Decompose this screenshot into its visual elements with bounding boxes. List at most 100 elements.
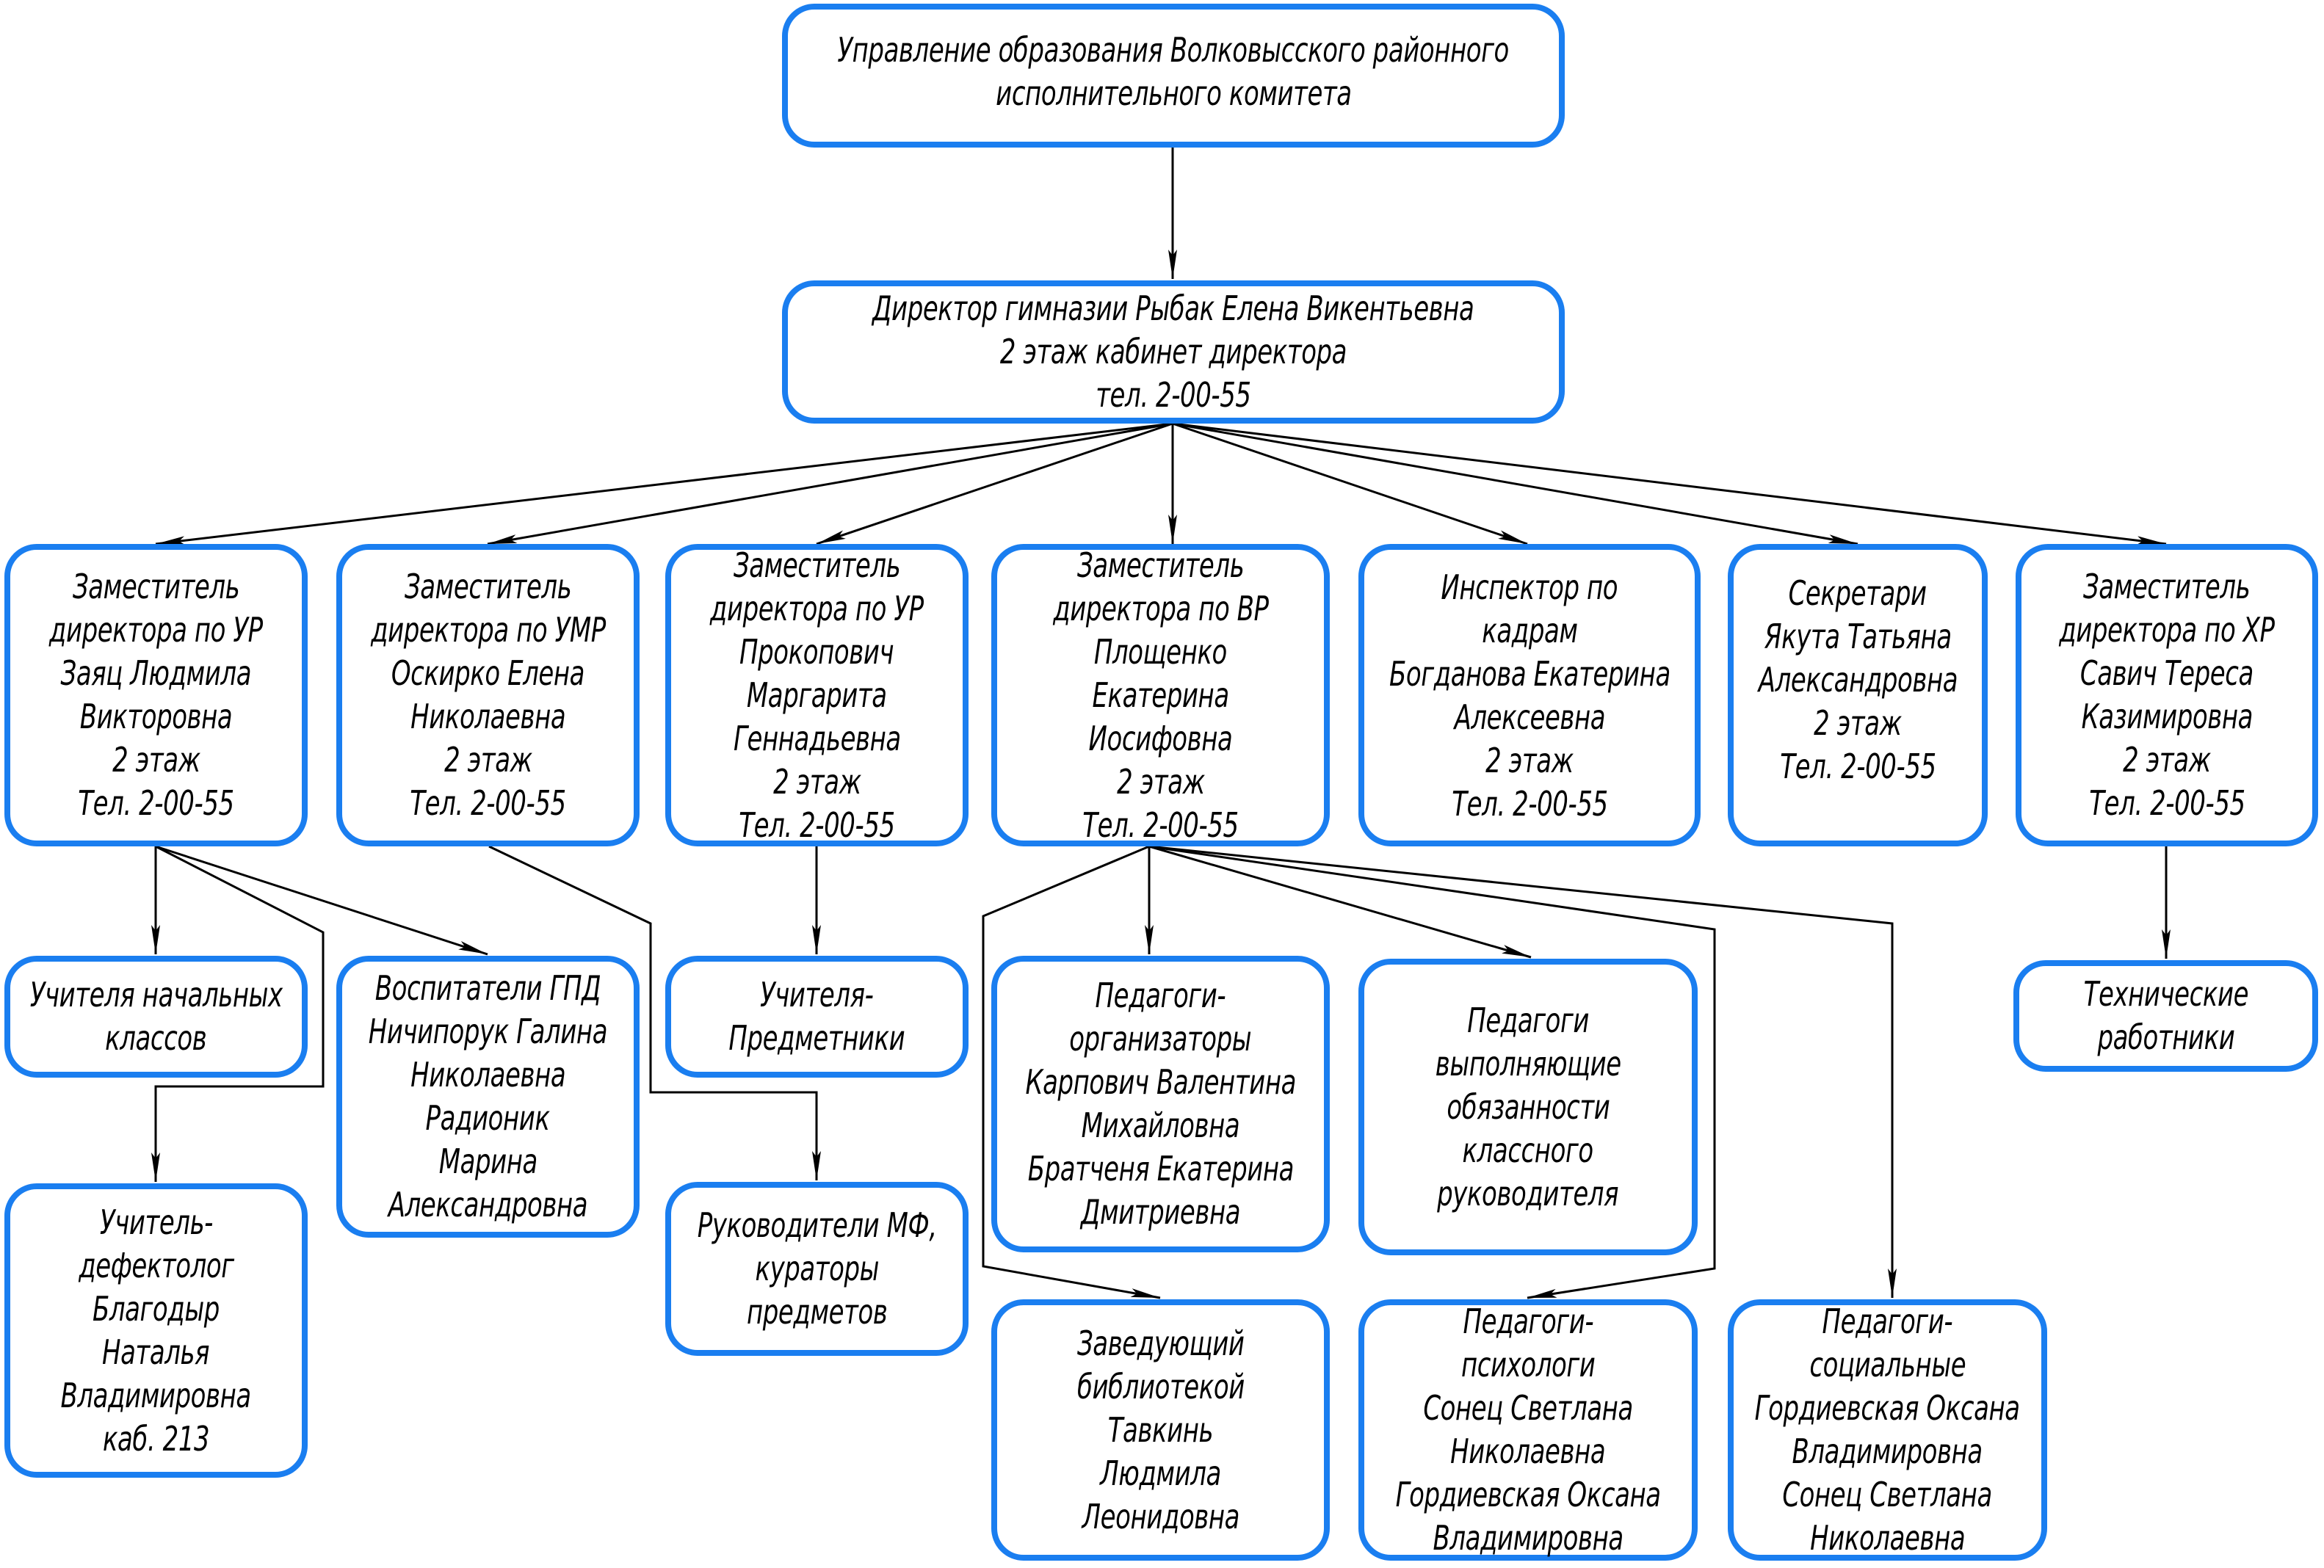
node-text-line: Тел. 2-00-55 bbox=[1082, 805, 1239, 845]
node-text-line: 2 этаж кабинет директора bbox=[999, 332, 1347, 371]
node-text-line: Николаевна bbox=[1450, 1431, 1606, 1471]
node-text-line: 2 этаж bbox=[1116, 761, 1205, 802]
node-text-line: Братченя Екатерина bbox=[1027, 1149, 1294, 1188]
edge-dep-ur-1-gpd bbox=[155, 845, 488, 956]
node-text-line: Наталья bbox=[102, 1332, 210, 1372]
node-text-line: кадрам bbox=[1481, 611, 1578, 650]
node-text-line: выполняющие bbox=[1435, 1043, 1621, 1084]
node-text-line: исполнительного комитета bbox=[995, 73, 1352, 113]
node-text-line: организаторы bbox=[1069, 1019, 1252, 1059]
node-text-line: Маргарита bbox=[747, 675, 887, 715]
node-text-line: Гордиевская Оксана bbox=[1395, 1475, 1661, 1514]
node-text-line: Геннадьевна bbox=[733, 718, 901, 758]
node-text-line: тел. 2-00-55 bbox=[1096, 375, 1251, 415]
node-text-line: Заместитель bbox=[733, 545, 901, 585]
node-text-line: Владимировна bbox=[60, 1375, 252, 1415]
node-text-line: Воспитатели ГПД bbox=[374, 968, 601, 1008]
node-text-line: Николаевна bbox=[1809, 1518, 1966, 1558]
node-text-line: Инспектор по bbox=[1441, 567, 1618, 607]
node-text-line: директора по УМР bbox=[370, 610, 606, 650]
node-text-line: Богданова Екатерина bbox=[1389, 654, 1670, 694]
node-text-line: Благодыр bbox=[93, 1288, 220, 1329]
node-text-line: Александровна bbox=[1758, 660, 1958, 700]
node-text-line: Леонидовна bbox=[1082, 1496, 1239, 1536]
node-text-line: Николаевна bbox=[410, 1055, 566, 1095]
node-text-line: Прокопович bbox=[739, 631, 894, 672]
node-text-line: Педагоги bbox=[1467, 1000, 1589, 1040]
node-text-line: Директор гимназии Рыбак Елена Викентьевн… bbox=[872, 288, 1474, 328]
node-text-line: Заведующий bbox=[1076, 1323, 1245, 1363]
node-text-line: Оскирко Елена bbox=[391, 653, 585, 693]
node-text-line: Заместитель bbox=[2083, 567, 2251, 606]
node-text-line: Заместитель bbox=[72, 567, 240, 606]
node-text-line: Карпович Валентина bbox=[1025, 1062, 1296, 1102]
node-text-line: 2 этаж bbox=[2123, 740, 2211, 780]
node-text-line: Заместитель bbox=[1076, 545, 1245, 585]
node-text-line: Иосифовна bbox=[1088, 718, 1233, 758]
node-text-line: Савич Тереса bbox=[2080, 653, 2254, 693]
node-text-line: 2 этаж bbox=[1485, 741, 1574, 780]
node-text-line: Александровна bbox=[388, 1185, 588, 1224]
edge-director-dep-ur-2 bbox=[816, 422, 1173, 545]
node-text-line: Учителя- bbox=[760, 975, 874, 1015]
node-text-line: кураторы bbox=[755, 1249, 879, 1288]
node-director: Директор гимназии Рыбак Елена Викентьевн… bbox=[782, 280, 1565, 424]
node-text-line: Екатерина bbox=[1092, 675, 1229, 715]
node-text-line: Тел. 2-00-55 bbox=[1451, 784, 1608, 824]
node-text-line: Педагоги- bbox=[1095, 976, 1226, 1015]
node-text-line: Марина bbox=[438, 1141, 537, 1181]
edge-dep-vr-social bbox=[1148, 845, 1897, 1298]
node-text-line: директора по УР bbox=[710, 588, 924, 628]
node-text-line: Тел. 2-00-55 bbox=[410, 783, 566, 823]
node-text-line: Управление образования Волковысского рай… bbox=[837, 30, 1510, 70]
node-text-line: Учителя начальных bbox=[29, 975, 283, 1015]
node-text-line: Заместитель bbox=[404, 567, 572, 606]
node-text-line: Сонец Светлана bbox=[1782, 1475, 1993, 1514]
node-text-line: социальные bbox=[1809, 1345, 1966, 1384]
node-text-line: предметов bbox=[746, 1292, 888, 1332]
node-text-line: руководителя bbox=[1437, 1173, 1619, 1213]
node-text-line: Николаевна bbox=[410, 697, 566, 736]
node-text-line: директора по УР bbox=[49, 610, 263, 650]
node-text-line: Секретари bbox=[1788, 573, 1927, 613]
node-text-line: дефектолог bbox=[78, 1245, 234, 1285]
node-text-line: Сонец Светлана bbox=[1423, 1388, 1633, 1428]
node-text-line: Учитель- bbox=[99, 1202, 213, 1242]
node-text-line: классного bbox=[1462, 1130, 1594, 1170]
edge-dep-vr-class-teachers bbox=[1148, 845, 1532, 959]
node-text-line: директора по ВР bbox=[1052, 588, 1269, 628]
node-text-line: Казимировна bbox=[2081, 697, 2253, 736]
node-text-line: Радионик bbox=[426, 1098, 550, 1138]
node-text-line: Технические bbox=[2083, 974, 2248, 1014]
node-text-line: Предметники bbox=[728, 1018, 905, 1058]
edge-dep-umr-mf-heads bbox=[488, 845, 821, 1180]
node-text-line: Викторовна bbox=[79, 697, 233, 736]
node-text-line: Людмила bbox=[1100, 1453, 1221, 1493]
node-text-line: 2 этаж bbox=[112, 740, 200, 780]
node-text-line: Ничипорук Галина bbox=[368, 1012, 608, 1051]
node-subject-teachers: Учителя-Предметники bbox=[665, 956, 969, 1078]
node-text-line: Тел. 2-00-55 bbox=[78, 783, 234, 823]
node-text-line: классов bbox=[105, 1018, 207, 1058]
edge-dep-vr-librarian bbox=[982, 845, 1161, 1299]
node-text-line: Тавкинь bbox=[1107, 1409, 1214, 1450]
node-text-line: Педагоги- bbox=[1463, 1302, 1593, 1341]
node-text-line: Тел. 2-00-55 bbox=[1779, 747, 1936, 786]
edge-director-secretary bbox=[1172, 422, 1858, 545]
edge-dep-vr-psychologists bbox=[1148, 845, 1716, 1299]
node-text-line: Михайловна bbox=[1081, 1106, 1240, 1145]
